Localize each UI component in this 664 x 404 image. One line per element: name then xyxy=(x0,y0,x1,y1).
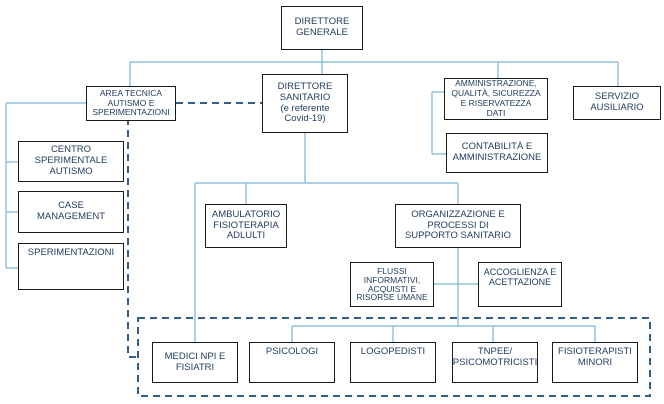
dashed-staff-group-frame xyxy=(137,317,651,397)
node-sperimentazioni: SPERIMENTAZIONI xyxy=(18,243,124,290)
node-psicologi: PSICOLOGI xyxy=(249,342,335,383)
node-accoglienza: ACCOGLIENZA E ACETTAZIONE xyxy=(478,262,562,307)
node-medici: MEDICI NPI E FISIATRI xyxy=(152,342,238,383)
node-flussi: FLUSSI INFORMATIVI, ACQUISTI E RISORSE U… xyxy=(350,262,434,307)
node-fisioterapisti: FISIOTERAPISTI MINORI xyxy=(552,342,638,383)
node-direttore-generale: DIRETTORE GENERALE xyxy=(281,6,363,50)
node-organizzazione: ORGANIZZAZIONE E PROCESSI DI SUPPORTO SA… xyxy=(395,204,521,248)
node-case-management: CASE MANAGEMENT xyxy=(18,191,124,233)
node-direttore-sanitario: DIRETTORE SANITARIO (e referente Covid-1… xyxy=(262,74,348,133)
node-servizio-ausiliario: SERVIZIO AUSILIARIO xyxy=(573,86,661,120)
node-logopedisti: LOGOPEDISTI xyxy=(350,342,436,383)
node-tnpee: TNPEE/ PSICOMOTRICISTI xyxy=(452,342,538,383)
node-centro-sperimentale: CENTRO SPERIMENTALE AUTISMO xyxy=(18,141,124,182)
node-area-tecnica: AREA TECNICA AUTISMO E SPERIMENTAZIONI xyxy=(86,86,176,121)
node-ambulatorio: AMBULATORIO FISIOTERAPIA ADLULTI xyxy=(205,204,287,248)
node-contabilita: CONTABILITÀ E AMMINISTRAZIONE xyxy=(446,133,548,173)
dashed-link-area-staff xyxy=(127,118,138,358)
node-amministrazione: AMMINISTRAZIONE, QUALITÀ, SICUREZZA E RI… xyxy=(444,78,548,120)
